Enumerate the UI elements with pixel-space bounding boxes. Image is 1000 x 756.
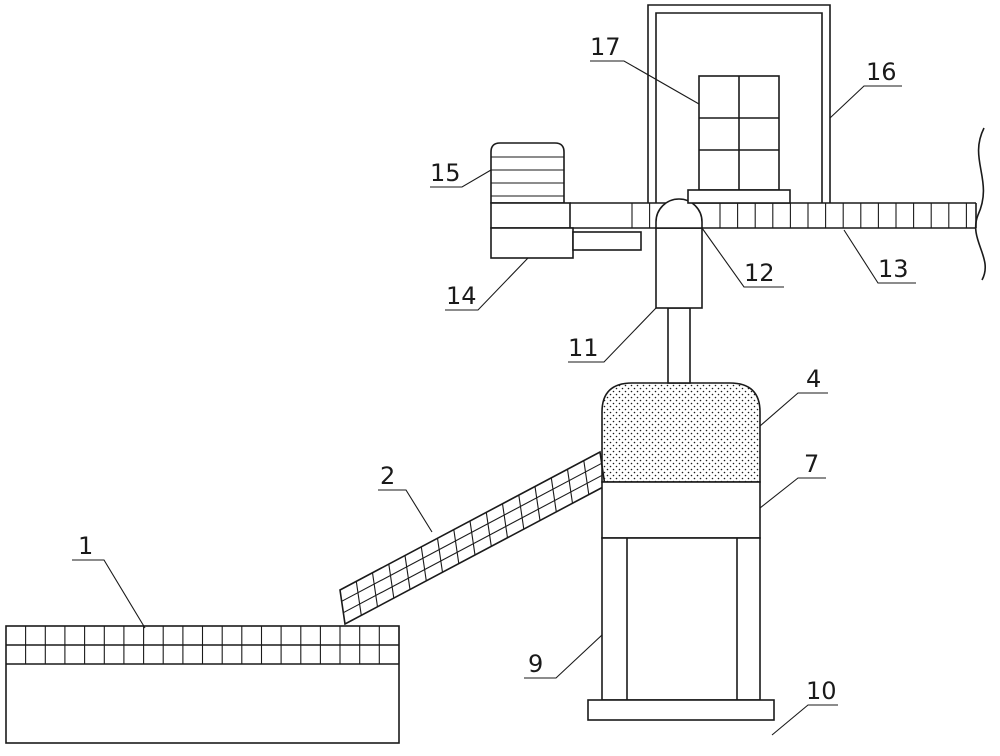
chute-grid	[341, 460, 604, 616]
part-16-housing	[647, 4, 831, 203]
beam-grid	[631, 203, 967, 228]
label-15: 15	[430, 159, 461, 187]
label-9: 9	[528, 650, 543, 678]
label-10: 10	[806, 677, 837, 705]
part-14-actuator	[490, 202, 642, 259]
leader-lines	[72, 60, 916, 736]
part-12-pivot	[655, 198, 703, 229]
label-1: 1	[78, 532, 93, 560]
label-2: 2	[380, 462, 395, 490]
part-11-column	[655, 227, 703, 384]
part-1-tank	[5, 625, 400, 744]
part-15-motor	[490, 142, 565, 204]
tank-grid	[25, 626, 400, 664]
label-14: 14	[446, 282, 477, 310]
label-12: 12	[744, 259, 775, 287]
part-4-dotted-cap	[601, 382, 761, 483]
labels: 1 2 4 7 9 10 11 12 13 14 15 16 17	[78, 33, 909, 705]
label-17: 17	[590, 33, 621, 61]
part-17-window	[687, 75, 791, 204]
part-9-frame	[601, 537, 761, 701]
label-13: 13	[878, 255, 909, 283]
part-10-base-plate	[587, 699, 775, 721]
label-16: 16	[866, 58, 897, 86]
label-4: 4	[806, 365, 821, 393]
label-7: 7	[804, 450, 819, 478]
label-11: 11	[568, 334, 599, 362]
part-7-band	[601, 481, 761, 539]
part-2-inclined-chute	[339, 450, 606, 626]
